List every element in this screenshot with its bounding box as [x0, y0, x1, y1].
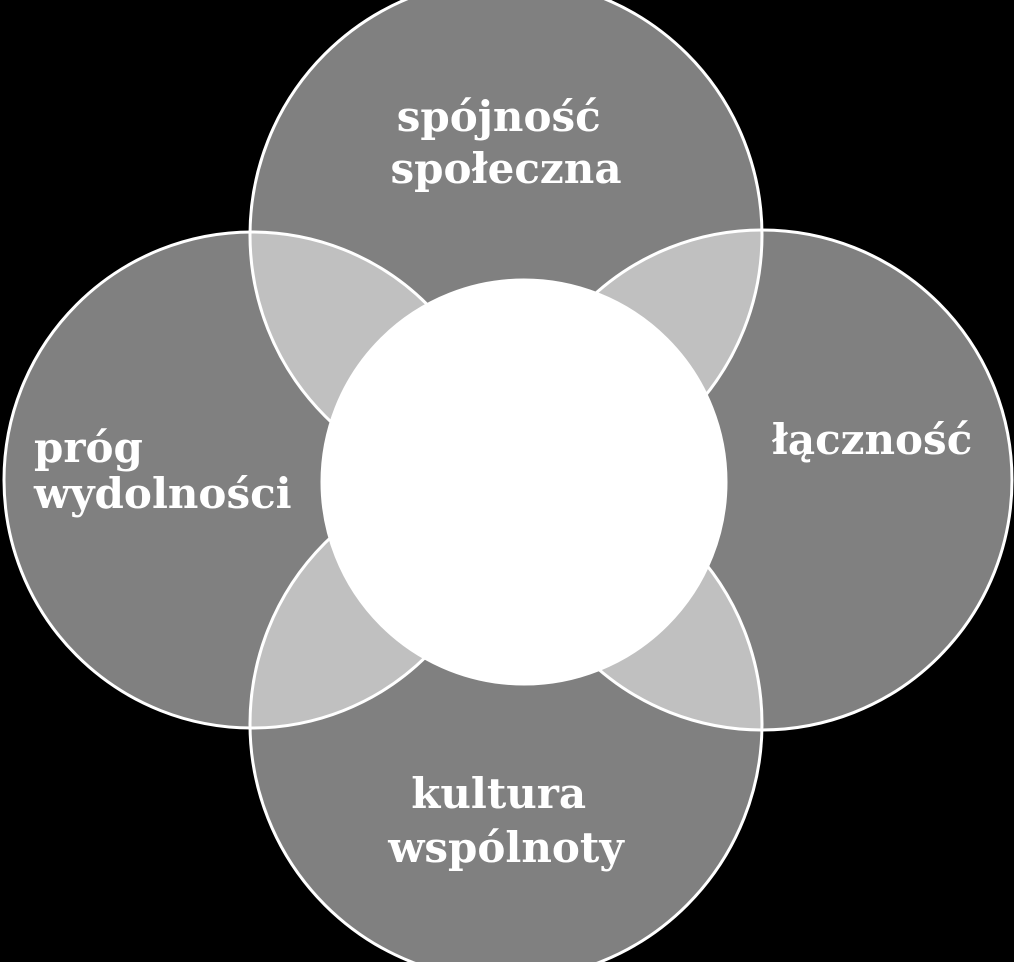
- label-top: spójność społeczna: [390, 92, 621, 193]
- label-top-line-2: społeczna: [390, 144, 621, 193]
- label-left-line-2: wydolności: [33, 469, 292, 518]
- label-bottom-line-1: kultura: [411, 769, 586, 818]
- center-circle: [320, 278, 728, 686]
- label-left-line-1: próg: [34, 423, 143, 472]
- label-top-line-1: spójność: [397, 92, 601, 141]
- label-right: łączność: [772, 415, 973, 464]
- label-bottom: kultura wspólnoty: [387, 769, 625, 872]
- label-left: próg wydolności: [33, 423, 292, 518]
- label-bottom-line-2: wspólnoty: [387, 823, 625, 872]
- label-right-line-1: łączność: [772, 415, 973, 464]
